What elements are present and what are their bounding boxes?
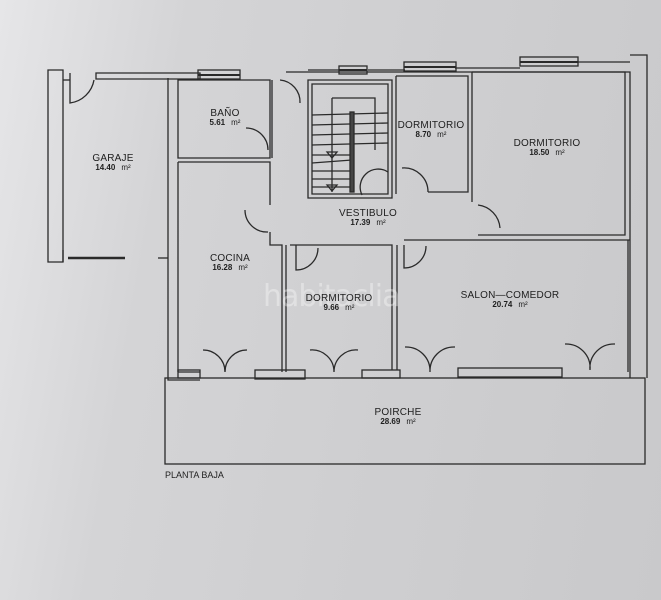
bano-walls (177, 79, 273, 159)
room-name: COCINA (209, 253, 251, 264)
outer-walls (279, 54, 648, 378)
porch-outline (164, 377, 646, 465)
room-name: DORMITORIO (513, 138, 581, 149)
room-name: VESTIBULO (339, 208, 397, 219)
floor-caption: PLANTA BAJA (165, 470, 224, 480)
patio-doors (177, 343, 616, 380)
cocina-walls (167, 161, 283, 381)
room-name: BAÑO (210, 108, 240, 119)
room-name: DORMITORIO (397, 120, 465, 131)
watermark: habitaclia (263, 279, 400, 314)
staircase (307, 79, 393, 199)
room-name: GARAJE (92, 153, 134, 164)
lower-walls (285, 239, 630, 372)
dormitorio-large-walls (471, 71, 626, 236)
room-name: DORMITORIO (305, 293, 373, 304)
room-name: SALON—COMEDOR (460, 290, 560, 301)
room-name: POIRCHE (374, 407, 422, 418)
dormitorio-small-walls (395, 75, 469, 194)
